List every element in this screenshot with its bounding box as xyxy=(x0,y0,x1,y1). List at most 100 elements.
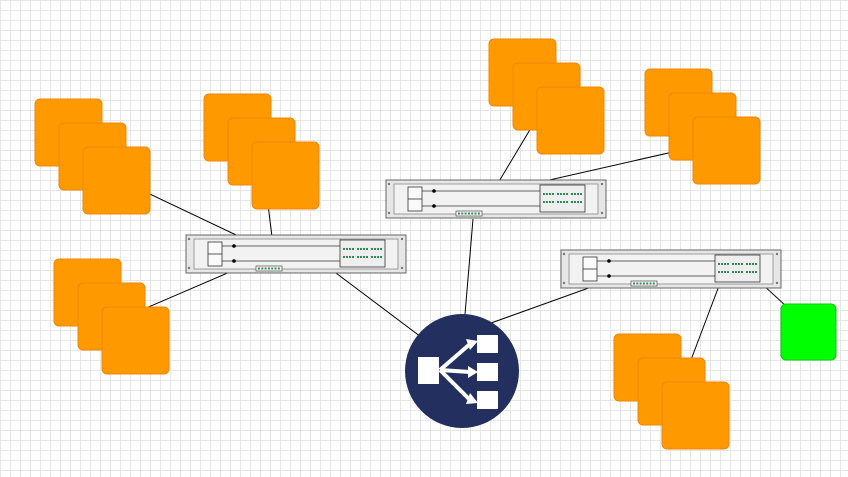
status-led-icon xyxy=(467,212,470,215)
port-icon xyxy=(377,256,379,258)
rack-screw-icon xyxy=(400,266,404,270)
port-icon xyxy=(549,193,551,195)
port-icon xyxy=(738,263,740,265)
port-icon xyxy=(574,193,576,195)
port-icon xyxy=(746,271,748,273)
port-icon xyxy=(380,248,382,250)
switch-left[interactable] xyxy=(185,234,407,274)
port-icon xyxy=(343,248,345,250)
green-endpoint[interactable] xyxy=(780,303,837,361)
port-icon xyxy=(566,193,568,195)
port-icon xyxy=(566,201,568,203)
port-icon xyxy=(346,256,348,258)
rack-screw-icon xyxy=(600,211,604,215)
server-icon xyxy=(251,141,320,210)
port-icon xyxy=(755,263,757,265)
port-icon xyxy=(349,256,351,258)
server-stack-bottom-left[interactable] xyxy=(53,258,170,375)
status-led-icon xyxy=(271,267,274,270)
server-stack-bottom-right[interactable] xyxy=(613,333,730,450)
port-icon xyxy=(543,193,545,195)
rack-screw-icon xyxy=(775,252,779,256)
status-led-icon xyxy=(642,282,645,285)
port-icon xyxy=(732,271,734,273)
port-icon xyxy=(374,256,376,258)
port-icon xyxy=(349,248,351,250)
rail-node-icon xyxy=(232,244,236,248)
status-led-icon xyxy=(267,267,270,270)
port-icon xyxy=(577,201,579,203)
port-icon xyxy=(752,263,754,265)
status-led-icon xyxy=(274,267,277,270)
switch-right[interactable] xyxy=(560,249,782,289)
port-icon xyxy=(546,193,548,195)
port-icon xyxy=(580,193,582,195)
status-led-icon xyxy=(646,282,649,285)
port-icon xyxy=(718,263,720,265)
rail-node-icon xyxy=(607,259,611,263)
status-led-icon xyxy=(477,212,480,215)
port-icon xyxy=(735,263,737,265)
rack-screw-icon xyxy=(600,182,604,186)
port-icon xyxy=(352,248,354,250)
port-icon xyxy=(752,271,754,273)
status-led-icon xyxy=(652,282,655,285)
port-icon xyxy=(552,193,554,195)
port-icon xyxy=(735,271,737,273)
network-switches xyxy=(185,179,782,289)
rack-screw-icon xyxy=(387,211,391,215)
port-icon xyxy=(749,271,751,273)
server-icon xyxy=(692,116,761,185)
port-icon xyxy=(371,256,373,258)
port-icon xyxy=(560,193,562,195)
port-icon xyxy=(366,256,368,258)
status-led-icon xyxy=(277,267,280,270)
rack-screw-icon xyxy=(562,252,566,256)
rack-screw-icon xyxy=(187,237,191,241)
status-led-icon xyxy=(261,267,264,270)
status-led-icon xyxy=(461,212,464,215)
port-icon xyxy=(360,256,362,258)
server-stack-top-left[interactable] xyxy=(34,98,151,215)
port-icon xyxy=(357,256,359,258)
port-icon xyxy=(357,248,359,250)
switch-center[interactable] xyxy=(385,179,607,219)
rack-screw-icon xyxy=(187,266,191,270)
server-icon xyxy=(536,86,605,155)
port-icon xyxy=(727,271,729,273)
port-icon xyxy=(557,193,559,195)
port-icon xyxy=(563,201,565,203)
port-icon xyxy=(732,263,734,265)
port-icon xyxy=(721,263,723,265)
rail-node-icon xyxy=(432,204,436,208)
load-balancer[interactable] xyxy=(405,314,519,428)
status-led-icon xyxy=(649,282,652,285)
status-led-icon xyxy=(264,267,267,270)
port-icon xyxy=(721,271,723,273)
port-icon xyxy=(741,263,743,265)
rail-node-icon xyxy=(232,259,236,263)
port-icon xyxy=(724,263,726,265)
status-led-icon xyxy=(464,212,467,215)
server-stack-top-mid-left[interactable] xyxy=(203,93,320,210)
port-panel xyxy=(339,239,386,268)
server-stack-top-center[interactable] xyxy=(488,38,605,155)
port-icon xyxy=(746,263,748,265)
rack-screw-icon xyxy=(775,281,779,285)
port-icon xyxy=(366,248,368,250)
status-led-icon xyxy=(258,267,260,270)
server-icon xyxy=(661,381,730,450)
port-icon xyxy=(377,248,379,250)
server-stack-top-right[interactable] xyxy=(644,68,761,185)
port-icon xyxy=(574,201,576,203)
status-led-icon xyxy=(471,212,474,215)
port-icon xyxy=(549,201,551,203)
port-icon xyxy=(571,201,573,203)
status-led-icon xyxy=(636,282,639,285)
port-icon xyxy=(755,271,757,273)
port-icon xyxy=(580,201,582,203)
port-icon xyxy=(727,263,729,265)
server-stacks xyxy=(34,38,761,450)
server-icon xyxy=(101,306,170,375)
